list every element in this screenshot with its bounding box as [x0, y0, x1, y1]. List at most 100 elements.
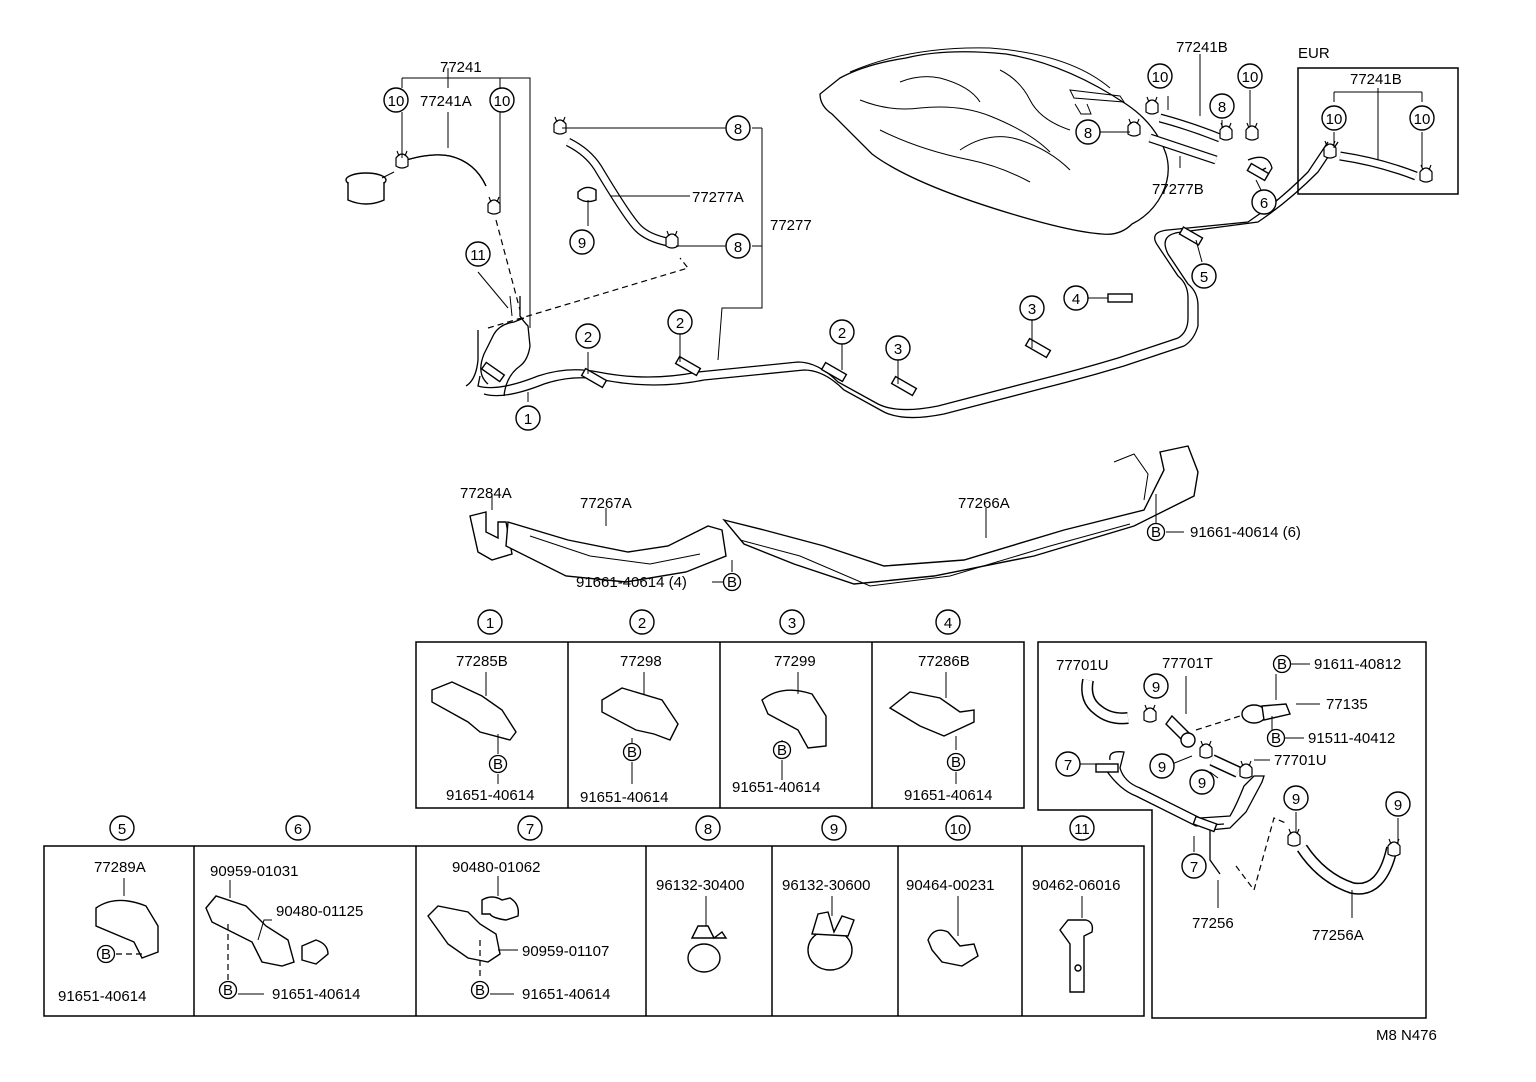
callout-9: 10	[489, 87, 515, 113]
callout-8: 8	[1209, 93, 1235, 119]
callout-5: 5	[1191, 263, 1217, 289]
label-77277: 77277	[770, 217, 812, 234]
upper-fuel-line-view: 77241 77241A 77241B 77277A 77277 77277B …	[345, 39, 1459, 431]
bolt-label: 91651-40614	[732, 779, 820, 796]
part-label: 90480-01125	[276, 903, 363, 920]
label-77241: 77241	[440, 59, 482, 76]
svg-text:6: 6	[1260, 195, 1268, 212]
svg-text:9: 9	[1198, 775, 1206, 792]
svg-text:8: 8	[734, 239, 742, 256]
svg-text:B: B	[727, 574, 737, 591]
svg-text:B: B	[1151, 524, 1161, 541]
clamp-cell-8: 8 96132-30400	[656, 815, 744, 973]
callout-3: 3	[1019, 295, 1045, 321]
svg-text:5: 5	[118, 821, 126, 838]
label-77701U-a: 77701U	[1056, 657, 1109, 674]
callout-9: 9	[1149, 753, 1175, 779]
callout-9: 10	[383, 87, 409, 113]
part-label: 77286B	[918, 653, 970, 670]
part-label: 77289A	[94, 859, 146, 876]
charcoal-canister	[345, 171, 395, 205]
label-77284A: 77284A	[460, 485, 512, 502]
callout-9: 9	[1385, 791, 1411, 817]
svg-text:10: 10	[950, 821, 967, 838]
part-label: 77285B	[456, 653, 508, 670]
clamp-cell-2: 2 77298 B 91651-40614	[580, 609, 679, 806]
svg-text:B: B	[627, 744, 637, 761]
callout-9: 10	[1237, 63, 1263, 89]
svg-text:B: B	[1271, 730, 1281, 747]
svg-text:3: 3	[788, 615, 796, 632]
label-77241B-eur: 77241B	[1350, 71, 1402, 88]
bolt-label: 91651-40614	[272, 986, 360, 1003]
label-77256: 77256	[1192, 915, 1234, 932]
svg-text:B: B	[493, 756, 503, 773]
svg-text:2: 2	[638, 615, 646, 632]
clamp-cell-10: 10 90464-00231	[906, 815, 994, 967]
bolt-label: 91651-40614	[580, 789, 668, 806]
clamp-cell-1: 1 77285B B 91651-40614	[431, 609, 534, 804]
svg-text:10: 10	[1326, 111, 1343, 128]
label-bolt2: 91511-40412	[1308, 730, 1395, 747]
eur-inset-box	[1297, 67, 1459, 195]
svg-text:7: 7	[1190, 859, 1198, 876]
svg-text:9: 9	[1292, 791, 1300, 808]
fuel-tube-protector-view: 77284A 77267A 77266A B 91661-40614 (6) B…	[460, 445, 1301, 592]
callout-1: 1	[515, 405, 541, 431]
svg-text:1: 1	[524, 411, 532, 428]
svg-text:2: 2	[584, 329, 592, 346]
callout-8: 8	[725, 115, 751, 141]
clamp-cell-3: 3 77299 B 91651-40614	[732, 609, 827, 796]
svg-text:10: 10	[1414, 111, 1431, 128]
callout-9: 10	[1409, 105, 1435, 131]
bolt-label: 91651-40614	[58, 988, 146, 1005]
clamp-cell-11: 11 90462-06016	[1032, 815, 1120, 993]
clamp-cell-5: 5 77289A B 91651-40614	[58, 815, 159, 1005]
fuel-tank-drawing	[819, 47, 1169, 235]
svg-text:4: 4	[944, 615, 952, 632]
label-77701U-b: 77701U	[1274, 752, 1327, 769]
diagram-code: M8 N476	[1376, 1027, 1437, 1044]
callout-2: 2	[829, 319, 855, 345]
part-label: 77298	[620, 653, 662, 670]
bolt-symbol: B	[1272, 654, 1292, 674]
svg-text:10: 10	[1152, 69, 1169, 86]
callout-10: 9	[569, 229, 595, 255]
part-label: 90464-00231	[906, 877, 994, 894]
svg-text:2: 2	[676, 315, 684, 332]
svg-text:3: 3	[1028, 301, 1036, 318]
right-inset-box: 77701U 77701T B 91611-40812 77135 B 9151…	[1037, 641, 1427, 1019]
clamp-cell-7: 7 90480-01062 90959-01107 B 91651-40614	[427, 815, 610, 1003]
svg-text:B: B	[951, 754, 961, 771]
svg-text:9: 9	[830, 821, 838, 838]
svg-text:8: 8	[704, 821, 712, 838]
bolt-label: 91651-40614	[446, 787, 534, 804]
svg-text:1: 1	[486, 615, 494, 632]
svg-text:B: B	[101, 946, 111, 963]
callout-3: 3	[885, 335, 911, 361]
line-clamps	[480, 162, 1270, 397]
svg-text:5: 5	[1200, 269, 1208, 286]
svg-text:8: 8	[1218, 99, 1226, 116]
svg-text:B: B	[1277, 656, 1287, 673]
svg-text:3: 3	[894, 341, 902, 358]
label-77701T: 77701T	[1162, 655, 1213, 672]
callout-2: 2	[575, 323, 601, 349]
svg-text:7: 7	[1064, 757, 1072, 774]
label-77267A: 77267A	[580, 495, 632, 512]
part-label: 96132-30600	[782, 877, 870, 894]
bolt-symbol-right: B	[1146, 522, 1166, 542]
part-label: 77299	[774, 653, 816, 670]
eur-label: EUR	[1298, 45, 1330, 62]
label-77266A: 77266A	[958, 495, 1010, 512]
clamp-table-bottom: 5 77289A B 91651-40614 6 90959-01031 904…	[43, 815, 1145, 1017]
bolt-label: 91651-40614	[904, 787, 992, 804]
bolt-label: 91651-40614	[522, 986, 610, 1003]
svg-text:9: 9	[1158, 759, 1166, 776]
callout-8: 8	[1075, 119, 1101, 145]
label-77256A: 77256A	[1312, 927, 1364, 944]
callout-8: 8	[725, 233, 751, 259]
svg-text:B: B	[777, 742, 787, 759]
part-label: 90462-06016	[1032, 877, 1120, 894]
